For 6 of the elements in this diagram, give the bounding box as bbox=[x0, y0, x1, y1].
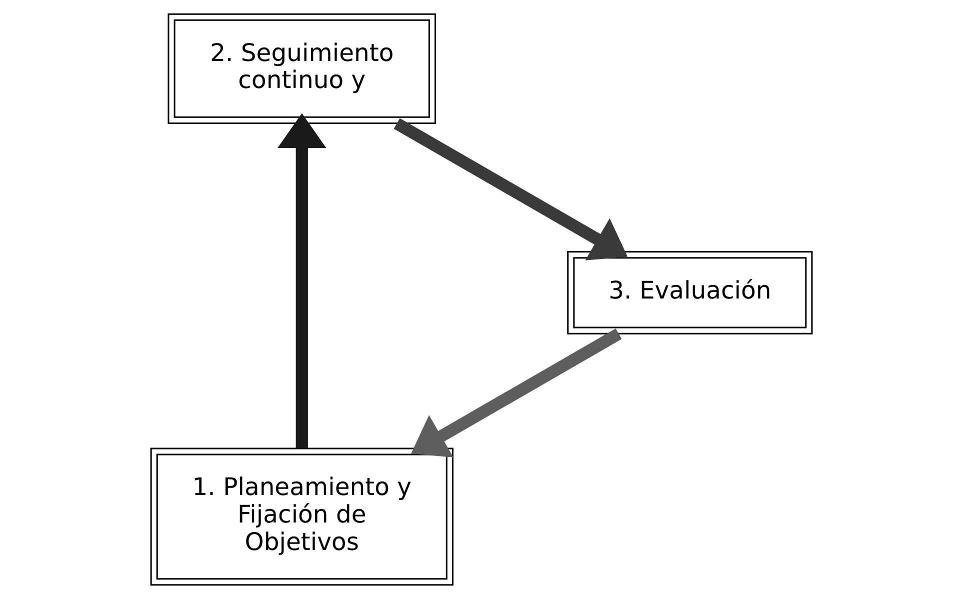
node-box: 3. Evaluación bbox=[566, 251, 812, 334]
arrow bbox=[393, 118, 628, 260]
node-box: 1. Planeamiento y Fijación de Objetivos bbox=[150, 448, 453, 586]
arrow bbox=[277, 113, 326, 448]
arrow bbox=[410, 328, 622, 458]
node-box: 2. Seguimiento continuo y bbox=[167, 13, 436, 124]
